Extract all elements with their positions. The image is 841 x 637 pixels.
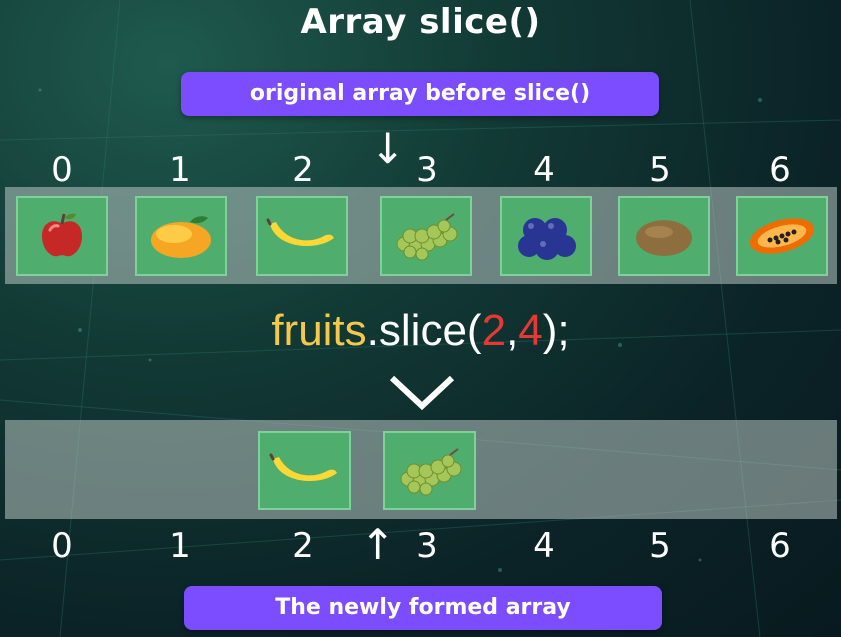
index-label: 4 [533, 150, 555, 190]
blueberries-icon [518, 218, 576, 260]
code-comma: , [506, 306, 519, 355]
array-cell-apple [16, 196, 108, 276]
code-close: ); [542, 306, 570, 355]
result-cell-grapes [383, 431, 476, 510]
index-label: 3 [416, 526, 438, 566]
apple-icon [42, 213, 82, 257]
mango-icon [151, 216, 211, 258]
index-label: 3 [416, 150, 438, 190]
new-array-label: The newly formed array [184, 586, 662, 630]
index-label: 2 [292, 526, 314, 566]
banana-icon [269, 453, 337, 481]
original-array-label: original array before slice() [181, 72, 659, 116]
array-cell-papaya [736, 196, 828, 276]
code-object: fruits [271, 306, 367, 355]
kiwi-icon [636, 220, 692, 256]
index-label: 6 [769, 150, 791, 190]
array-cell-mango [135, 196, 227, 276]
index-label: 1 [169, 526, 191, 566]
array-cell-blueberries [500, 196, 592, 276]
array-cell-grapes [380, 196, 472, 276]
code-expression: fruits.slice(2,4); [0, 306, 841, 356]
chevron-down-icon [389, 375, 455, 411]
banana-icon [266, 218, 334, 247]
index-label: 2 [292, 150, 314, 190]
code-method: .slice( [366, 306, 482, 355]
grapes-icon [400, 447, 461, 495]
index-label: 6 [769, 526, 791, 566]
up-arrow-icon: ↑ [360, 520, 396, 569]
code-arg-end: 4 [518, 306, 543, 355]
page-title: Array slice() [300, 2, 541, 42]
result-cell-banana [258, 431, 351, 510]
index-label: 0 [51, 150, 73, 190]
index-label: 5 [649, 150, 671, 190]
array-cell-banana [256, 196, 348, 276]
down-arrow-icon: ↓ [370, 124, 406, 173]
index-label: 1 [169, 150, 191, 190]
grapes-icon [396, 213, 458, 261]
papaya-icon [749, 218, 815, 254]
array-cell-kiwi [618, 196, 710, 276]
code-arg-start: 2 [481, 306, 507, 355]
index-label: 0 [51, 526, 73, 566]
index-label: 4 [533, 526, 555, 566]
index-label: 5 [649, 526, 671, 566]
